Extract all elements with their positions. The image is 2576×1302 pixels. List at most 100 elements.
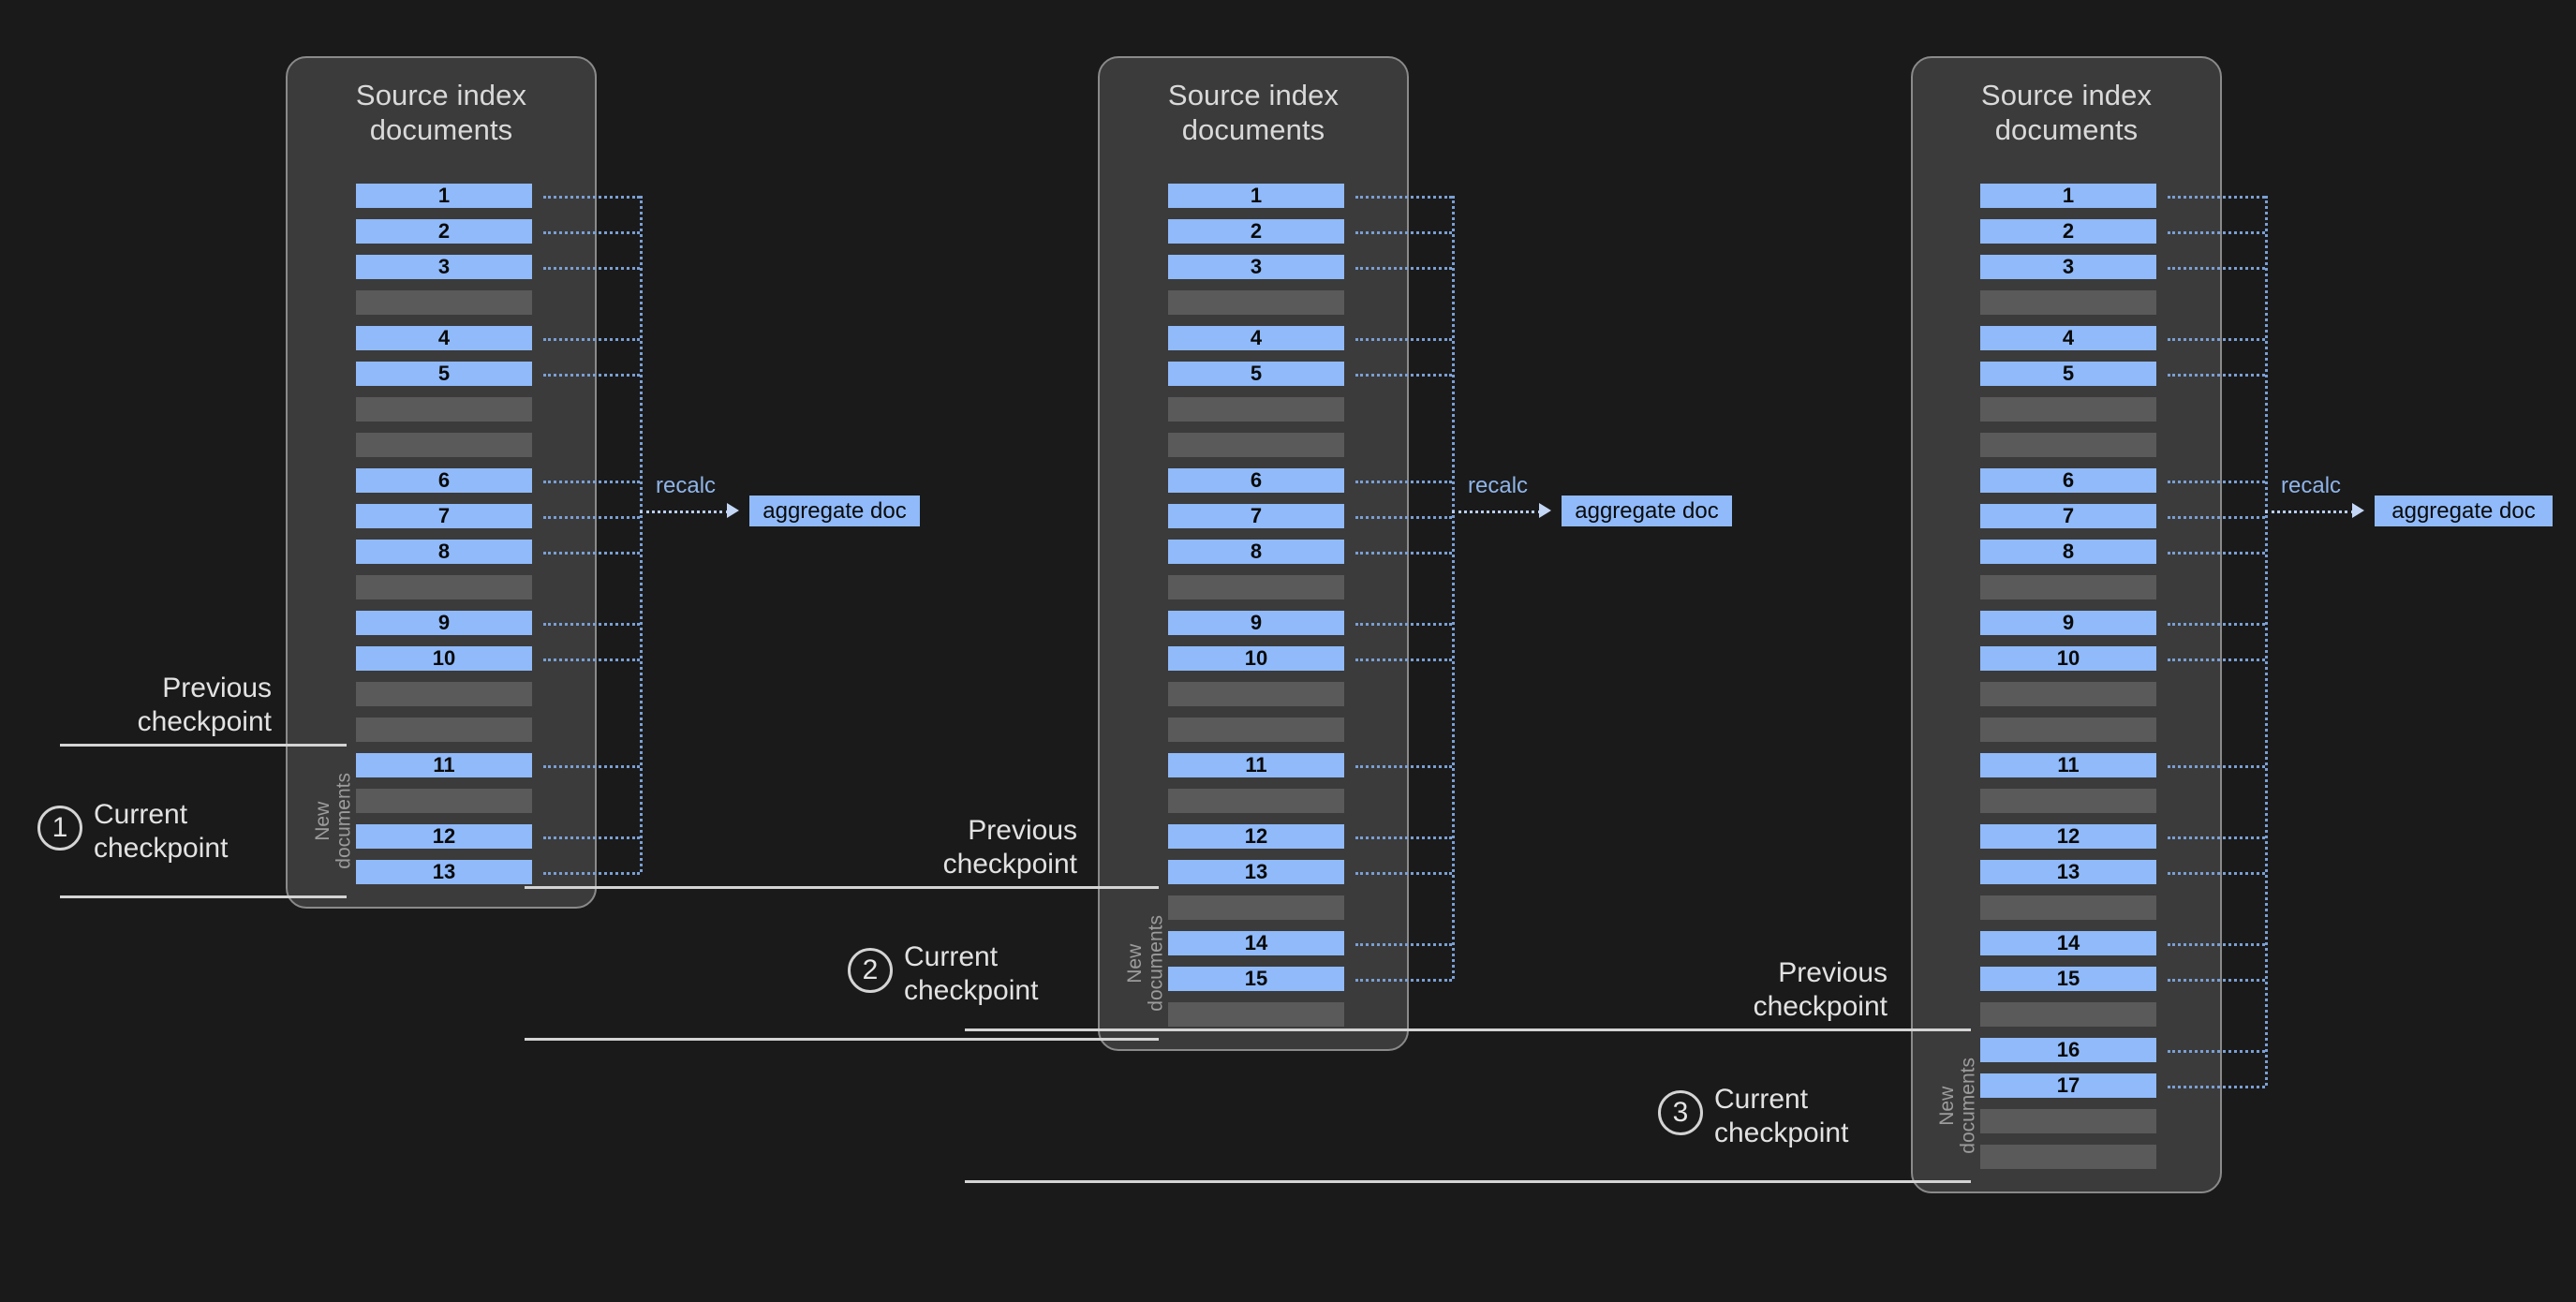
recalc-label: recalc xyxy=(656,473,717,498)
aggregate-doc-box: aggregate doc xyxy=(1562,496,1732,526)
connector-line xyxy=(1355,231,1452,234)
checkpoint-divider xyxy=(525,886,1159,889)
document-row: 2 xyxy=(1980,219,2156,244)
connector-line xyxy=(1355,943,1452,946)
document-row: 8 xyxy=(1168,540,1344,564)
aggregate-doc-box: aggregate doc xyxy=(2375,496,2553,526)
step-number-badge: 3 xyxy=(1658,1090,1703,1135)
connector-line xyxy=(543,872,640,875)
checkpoint-divider xyxy=(965,1028,1971,1031)
document-row: 10 xyxy=(1168,646,1344,671)
connector-line xyxy=(543,836,640,839)
document-row: 5 xyxy=(1980,362,2156,386)
document-row: 10 xyxy=(1980,646,2156,671)
document-row: 16 xyxy=(1980,1038,2156,1062)
connector-line xyxy=(2168,516,2265,519)
recalc-label: recalc xyxy=(1468,473,1529,498)
document-row: 7 xyxy=(1980,504,2156,528)
connector-line xyxy=(543,481,640,483)
document-row: 12 xyxy=(1168,824,1344,849)
document-row: 1 xyxy=(1168,184,1344,208)
connector-line xyxy=(2168,1050,2265,1053)
recalc-arrow xyxy=(1452,510,1541,513)
document-row: 11 xyxy=(1168,753,1344,777)
connector-line xyxy=(2168,979,2265,982)
panel-title: Source index documents xyxy=(355,79,527,146)
document-row: 6 xyxy=(356,468,532,493)
connector-line xyxy=(2168,943,2265,946)
document-row: 13 xyxy=(1980,860,2156,884)
document-row: 17 xyxy=(1980,1073,2156,1098)
empty-row xyxy=(1980,718,2156,742)
connector-bus xyxy=(640,196,643,872)
document-row: 5 xyxy=(356,362,532,386)
connector-line xyxy=(543,765,640,768)
document-row: 10 xyxy=(356,646,532,671)
step-number-badge: 1 xyxy=(37,806,82,851)
connector-line xyxy=(2168,836,2265,839)
recalc-arrow xyxy=(640,510,729,513)
step-number-badge: 2 xyxy=(848,948,893,993)
document-row: 12 xyxy=(356,824,532,849)
document-row: 4 xyxy=(1168,326,1344,350)
connector-line xyxy=(543,658,640,661)
new-documents-band: New documents xyxy=(312,747,355,894)
connector-line xyxy=(2168,196,2265,199)
connector-line xyxy=(1355,872,1452,875)
empty-row xyxy=(1168,895,1344,920)
document-row: 12 xyxy=(1980,824,2156,849)
empty-row xyxy=(1168,433,1344,457)
empty-row xyxy=(1980,1145,2156,1169)
connector-line xyxy=(543,623,640,626)
document-row: 11 xyxy=(1980,753,2156,777)
new-documents-label: New documents xyxy=(1124,914,1167,1012)
empty-row xyxy=(356,789,532,813)
empty-row xyxy=(1980,433,2156,457)
connector-line xyxy=(2168,658,2265,661)
connector-line xyxy=(543,196,640,199)
connector-line xyxy=(543,516,640,519)
connector-line xyxy=(1355,552,1452,555)
empty-row xyxy=(1980,789,2156,813)
current-checkpoint-underline xyxy=(965,1180,1971,1183)
connector-line xyxy=(2168,552,2265,555)
connector-line xyxy=(543,338,640,341)
empty-row xyxy=(1980,1109,2156,1133)
connector-line xyxy=(2168,765,2265,768)
empty-row xyxy=(1168,575,1344,599)
document-row: 4 xyxy=(1980,326,2156,350)
document-row: 9 xyxy=(356,611,532,635)
empty-row xyxy=(1168,682,1344,706)
connector-line xyxy=(2168,374,2265,377)
recalc-arrowhead xyxy=(727,503,739,518)
current-checkpoint-underline xyxy=(60,895,347,898)
connector-line xyxy=(1355,267,1452,270)
connector-line xyxy=(2168,481,2265,483)
empty-row xyxy=(1980,895,2156,920)
document-row: 2 xyxy=(1168,219,1344,244)
connector-line xyxy=(543,267,640,270)
recalc-arrow xyxy=(2265,510,2354,513)
document-row: 13 xyxy=(1168,860,1344,884)
connector-line xyxy=(2168,872,2265,875)
connector-line xyxy=(2168,231,2265,234)
connector-line xyxy=(1355,979,1452,982)
document-row: 1 xyxy=(1980,184,2156,208)
recalc-arrowhead xyxy=(1539,503,1551,518)
document-row: 8 xyxy=(356,540,532,564)
new-documents-band: New documents xyxy=(1936,1032,1979,1178)
checkpoint-divider xyxy=(60,744,347,747)
recalc-label: recalc xyxy=(2281,473,2342,498)
empty-row xyxy=(356,682,532,706)
previous-checkpoint-label: Previous checkpoint xyxy=(942,815,1077,880)
connector-line xyxy=(1355,623,1452,626)
current-checkpoint-underline xyxy=(525,1038,1159,1041)
connector-line xyxy=(2168,338,2265,341)
current-checkpoint-label: Current checkpoint xyxy=(94,799,229,864)
document-row: 8 xyxy=(1980,540,2156,564)
document-row: 6 xyxy=(1168,468,1344,493)
empty-row xyxy=(356,575,532,599)
document-row: 6 xyxy=(1980,468,2156,493)
connector-line xyxy=(1355,516,1452,519)
connector-bus xyxy=(1452,196,1455,979)
